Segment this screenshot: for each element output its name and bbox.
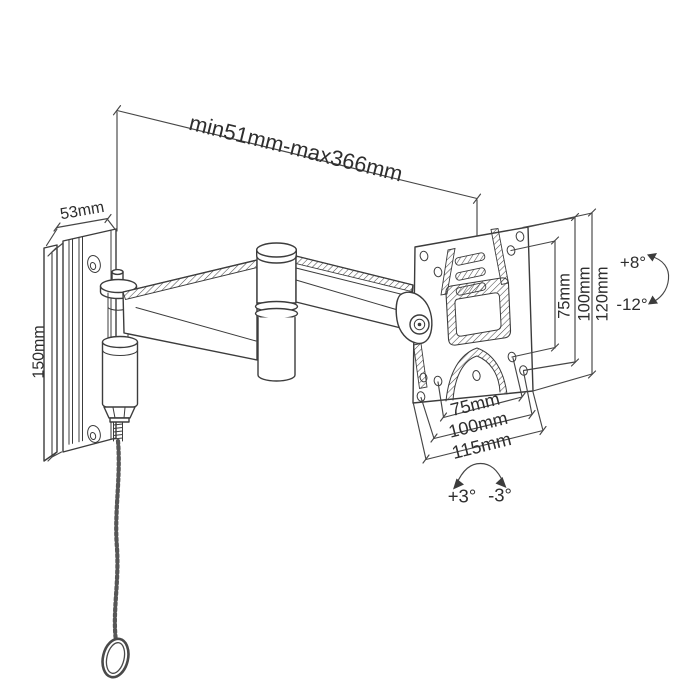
tilt-arrow-down xyxy=(648,295,658,305)
pull-ring xyxy=(101,637,130,679)
central-window xyxy=(445,277,512,346)
dim-extension-range: min51mm-max366mm xyxy=(112,105,482,237)
safety-chain xyxy=(112,438,121,640)
tilt-range: +8° -12° xyxy=(616,253,670,314)
elbow-joint xyxy=(254,242,299,382)
wall-joint-lock xyxy=(101,335,139,442)
tilt-down-label: -12° xyxy=(616,295,647,314)
tilt-pivot xyxy=(395,291,433,390)
arch-cutout xyxy=(445,347,508,402)
mounting-hole-bottom xyxy=(87,425,101,443)
lower-arm xyxy=(122,259,258,361)
extension-range-label: min51mm-max366mm xyxy=(187,110,405,186)
tilt-arrow-up xyxy=(647,253,657,262)
dim-vesa-vertical: 75mm 100mm 120mm xyxy=(510,208,611,392)
upper-arm xyxy=(295,255,414,331)
plate-height-label: 150mm xyxy=(31,325,48,378)
swivel-arrow-left xyxy=(453,478,464,490)
vesa-vertical-middle-label: 100mm xyxy=(575,266,593,321)
swivel-right-label: -3° xyxy=(488,484,512,505)
tilt-up-label: +8° xyxy=(620,253,646,272)
vesa-plate xyxy=(412,226,534,404)
vesa-vertical-outer-label: 120mm xyxy=(593,266,611,321)
swivel-left-label: +3° xyxy=(448,485,477,506)
dim-plate-height: 150mm xyxy=(31,242,64,462)
mounting-hole-top xyxy=(87,255,101,273)
swivel-arrow-right xyxy=(495,477,507,488)
vesa-vertical-inner-label: 75mm xyxy=(555,273,573,319)
swivel-range: +3° -3° xyxy=(448,462,512,506)
